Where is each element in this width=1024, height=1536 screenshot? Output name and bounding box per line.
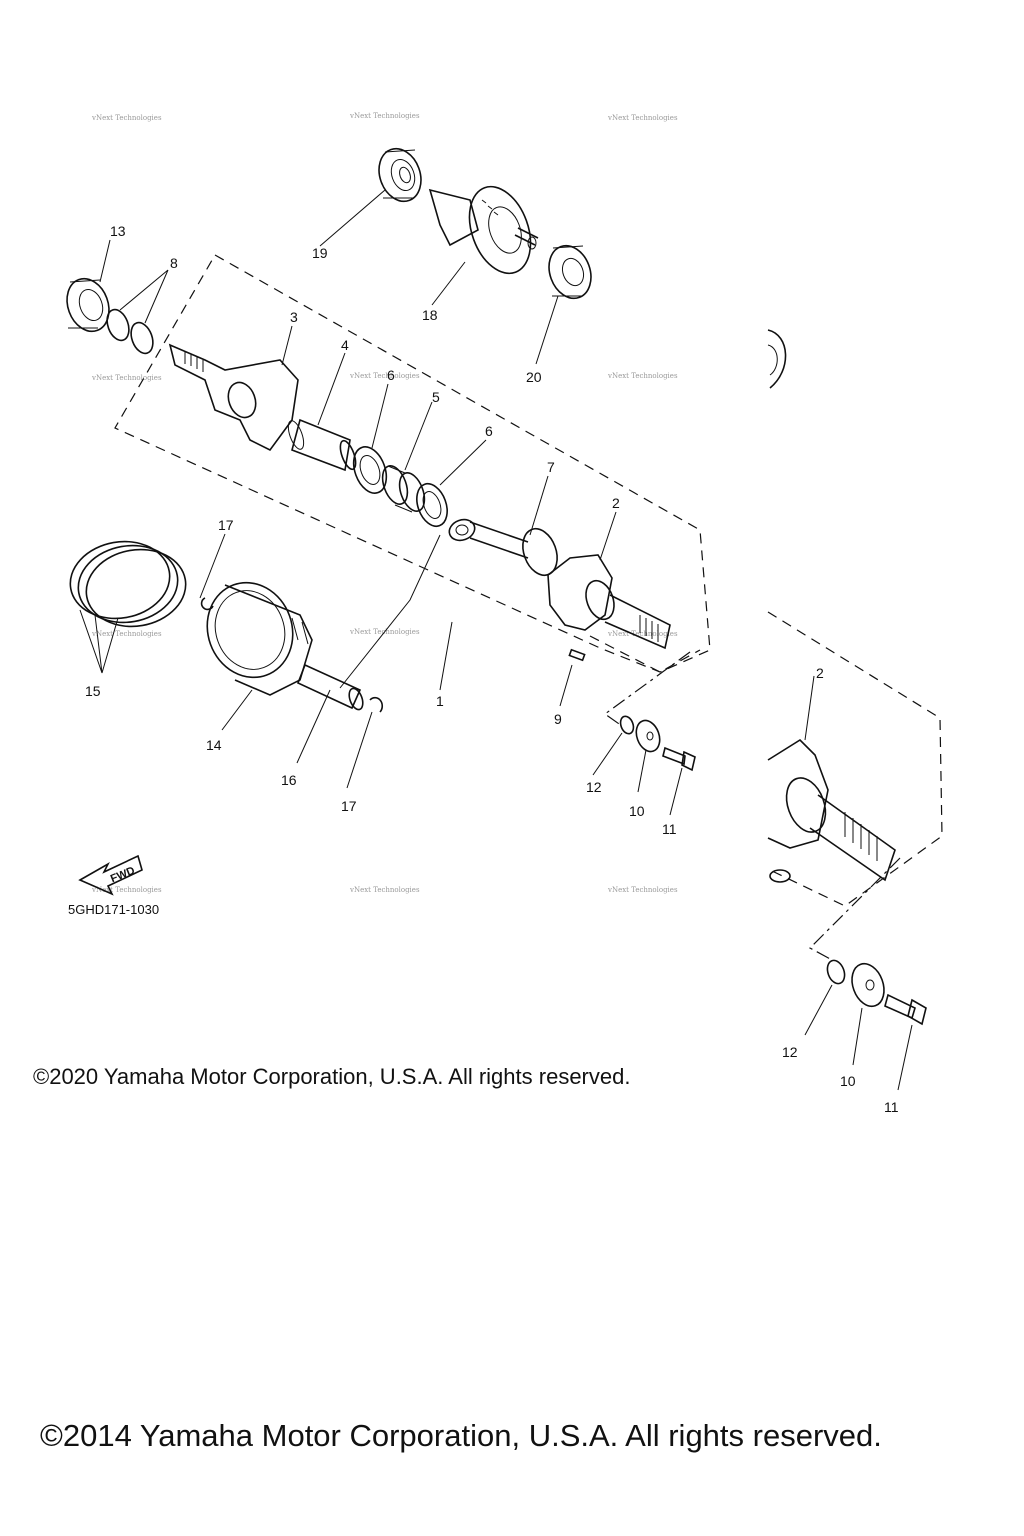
watermarks: vNext Technologies vNext Technologies vN… [91,112,678,894]
bearing-13 [66,277,110,333]
shim-8 [106,308,154,355]
callout-16: 16 [281,772,297,788]
callout-12-zoomed: 12 [782,1044,798,1060]
copyright-2014: ©2014 Yamaha Motor Corporation, U.S.A. A… [40,1418,882,1453]
diagram-code: 5GHD171-1030 [68,902,159,917]
washer-6-right [416,482,448,528]
key-9 [568,648,586,662]
watermark: vNext Technologies [349,112,420,120]
part-labels: 13 8 19 3 18 4 20 6 5 6 7 2 17 15 1 9 14… [85,223,677,837]
watermark: vNext Technologies [607,886,678,894]
right-fragment-diagram: 2 12 10 11 [767,329,943,1115]
callout-17-left: 17 [218,517,234,533]
piston-rings-15 [69,540,187,628]
assembly-boundary-detail [589,635,701,673]
crankshaft-right-2 [547,554,671,650]
watermark: vNext Technologies [91,114,162,122]
callout-1: 1 [436,693,444,709]
callout-19: 19 [312,245,328,261]
callout-2-zoomed: 2 [816,665,824,681]
watermark: vNext Technologies [349,372,420,380]
crank-pin-4 [287,418,357,472]
callout-11: 11 [662,821,677,837]
callout-2: 2 [612,495,620,511]
bearing-19 [378,147,422,203]
callout-11-zoomed: 11 [884,1099,899,1115]
callout-18: 18 [422,307,438,323]
o-ring-12 [619,715,635,735]
crankshaft-left-3 [168,343,299,452]
callout-10-zoomed: 10 [840,1073,856,1089]
watermark: vNext Technologies [607,630,678,638]
callout-3: 3 [290,309,298,325]
callout-7: 7 [547,459,555,475]
watermark: vNext Technologies [91,886,162,894]
washer-10 [635,719,661,753]
callout-20: 20 [526,369,542,385]
bolt-center-line [603,651,691,727]
balancer-shaft-18 [428,185,539,275]
callout-15: 15 [85,683,101,699]
callout-5: 5 [432,389,440,405]
watermark: vNext Technologies [91,374,162,382]
callout-14: 14 [206,737,222,753]
watermark: vNext Technologies [607,114,678,122]
callout-9: 9 [554,711,562,727]
piston-pin-clip-17-right [369,696,384,713]
callout-8: 8 [170,255,178,271]
leader-lines [79,189,683,816]
bearing-20 [548,244,592,300]
washer-6-left [352,446,388,494]
watermark: vNext Technologies [607,372,678,380]
bolt-11 [662,746,696,772]
callout-6-left: 6 [387,367,395,383]
callout-13: 13 [110,223,126,239]
copyright-2020: ©2020 Yamaha Motor Corporation, U.S.A. A… [33,1064,631,1089]
watermark: vNext Technologies [349,886,420,894]
watermark: vNext Technologies [91,630,162,638]
connecting-rod-7 [448,518,558,577]
callout-12: 12 [586,779,602,795]
callout-17-right: 17 [341,798,357,814]
callout-4: 4 [341,337,349,353]
callout-6-right: 6 [485,423,493,439]
callout-10: 10 [629,803,645,819]
piston-pin-16 [296,663,364,711]
needle-bearing-5 [381,465,426,513]
crankshaft-assembly-boundary [114,254,711,673]
piston-14 [206,581,313,696]
